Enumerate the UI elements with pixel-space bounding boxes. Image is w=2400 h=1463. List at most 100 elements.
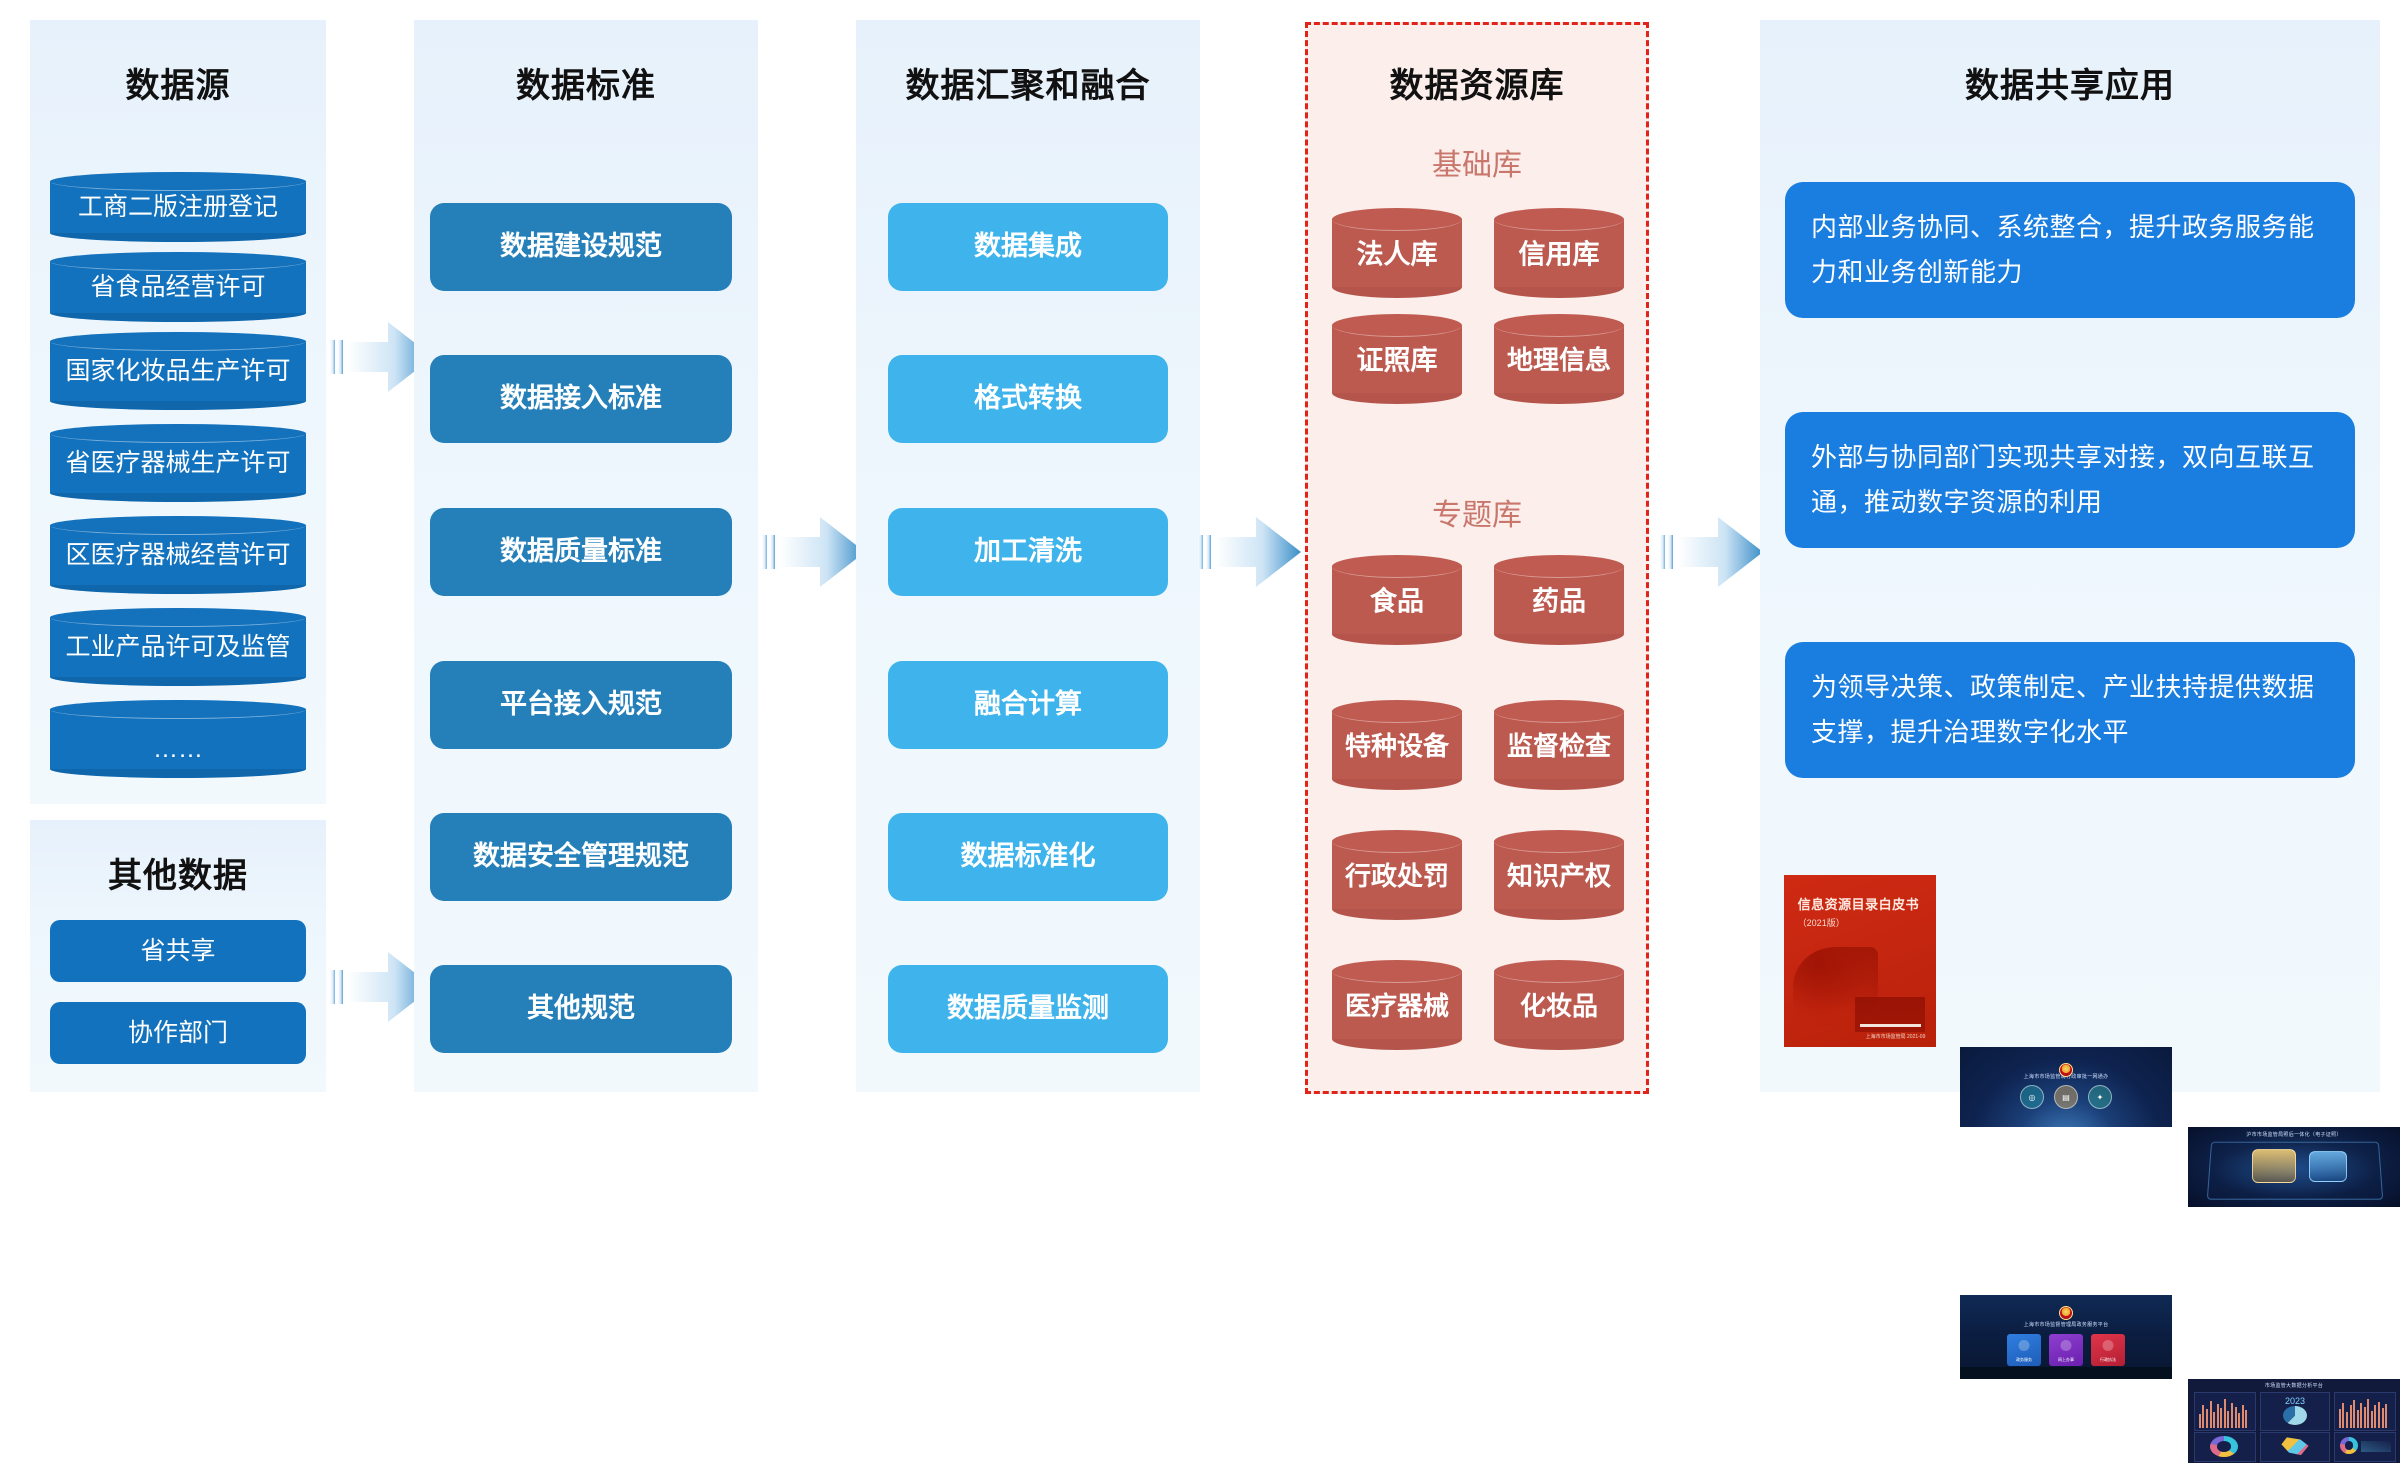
service-card-red: 行政执法 [2091,1333,2125,1366]
standard-item-0[interactable]: 数据建设规范 [430,203,732,291]
repository-thematic-cylinder[interactable]: 食品 [1332,555,1462,645]
standard-item-1[interactable]: 数据接入标准 [430,355,732,443]
convergence-item-2[interactable]: 加工清洗 [888,508,1168,596]
dash-legend-panel [2334,1431,2396,1462]
cylinder-label: 地理信息 [1506,344,1611,375]
sharing-gallery: 信息资源目录白皮书 （2021版） 上海市市场监管局 2021-09 上海市市场… [1760,855,2400,1463]
data-convergence-title: 数据汇聚和融合 [905,67,1151,105]
data-sharing-title: 数据共享应用 [1965,67,2175,105]
cylinder-top [1494,960,1624,983]
convergence-item-3[interactable]: 融合计算 [888,661,1168,749]
hologram-blue [2308,1151,2347,1182]
cylinder-label: 工业产品许可及监管 [65,632,291,661]
dash-donut [2209,1435,2239,1458]
cylinder-top [1494,700,1624,723]
standard-item-4[interactable]: 数据安全管理规范 [430,813,732,901]
repository-basic-cylinder[interactable]: 信用库 [1494,208,1624,298]
gallery-shot-dashboard[interactable]: 市场监管大数据分析平台 2023 [2188,1379,2400,1463]
shot-caption: 沪市市场监管局照后一体化（电子证照） [2246,1132,2342,1138]
gallery-shot-portal[interactable]: 上海市市场监管局行政审批一网通办 ◎ ▤ ✦ [1960,1047,2172,1127]
repository-thematic-cylinder[interactable]: 药品 [1494,555,1624,645]
repository-thematic-cylinder[interactable]: 医疗器械 [1332,960,1462,1050]
cylinder-label: 化妆品 [1519,990,1598,1021]
shot-caption: 上海市市场监督管理局政务服务平台 [2023,1322,2109,1329]
standard-item-3[interactable]: 平台接入规范 [430,661,732,749]
convergence-item-5[interactable]: 数据质量监测 [888,965,1168,1053]
standard-item-5[interactable]: 其他规范 [430,965,732,1053]
gallery-shot-service[interactable]: 上海市市场监督管理局政务服务平台 政务服务 网上办事 行政执法 [1960,1295,2172,1379]
sharing-card-external[interactable]: 外部与协同部门实现共享对接，双向互联互通，推动数字资源的利用 [1785,412,2355,548]
convergence-item-0[interactable]: 数据集成 [888,203,1168,291]
data-source-cylinder[interactable]: 工商二版注册登记 [50,172,306,242]
cylinder-label: 信用库 [1518,239,1600,270]
repository-thematic-cylinder[interactable]: 知识产权 [1494,830,1624,920]
repository-thematic-cylinder[interactable]: 化妆品 [1494,960,1624,1050]
repository-basic-cylinder[interactable]: 证照库 [1332,314,1462,404]
cylinder-top [50,608,306,627]
cylinder-body [50,525,306,585]
shot-caption: 上海市市场监管局行政审批一网通办 [2023,1074,2109,1081]
cylinder-label: 特种设备 [1344,730,1449,761]
repository-thematic-label: 专题库 [1432,499,1522,532]
data-repository-title: 数据资源库 [1389,67,1565,105]
cylinder-body [50,341,306,401]
sharing-card-internal[interactable]: 内部业务协同、系统整合，提升政务服务能力和业务创新能力 [1785,182,2355,318]
data-source-cylinder[interactable]: 国家化妆品生产许可 [50,332,306,410]
cylinder-top [50,516,306,535]
gallery-book-cover[interactable]: 信息资源目录白皮书 （2021版） 上海市市场监管局 2021-09 [1784,875,1936,1047]
cylinder-label: 省食品经营许可 [90,272,266,301]
shot-caption: 市场监管大数据分析平台 [2264,1382,2324,1389]
portal-icon-2: ▤ [2054,1085,2078,1110]
book-footer: 上海市市场监管局 2021-09 [1865,1034,1926,1041]
cylinder-top [50,424,306,443]
repository-thematic-cylinder[interactable]: 监督检查 [1494,700,1624,790]
repository-basic-label: 基础库 [1432,149,1522,182]
dash-map-panel [2260,1431,2330,1462]
cylinder-top [1332,830,1462,853]
cylinder-top [1494,208,1624,231]
cylinder-top [1332,208,1462,231]
service-card-purple: 网上办事 [2049,1333,2083,1366]
dash-kpi-value: 2023 [2284,1396,2305,1407]
book-subtitle: （2021版） [1797,918,1845,929]
cylinder-label: 食品 [1370,586,1424,617]
cylinder-label: 省医疗器械生产许可 [65,448,291,477]
gallery-shot-license[interactable]: 沪市市场监管局照后一体化（电子证照） [2188,1127,2400,1207]
convergence-item-1[interactable]: 格式转换 [888,355,1168,443]
national-emblem-icon [2059,1305,2073,1320]
service-footer-bar [1960,1367,2172,1379]
data-source-cylinder[interactable]: 省医疗器械生产许可 [50,424,306,502]
cylinder-top [1494,555,1624,578]
national-emblem-icon [2059,1063,2073,1077]
cylinder-top [1494,314,1624,337]
book-title: 信息资源目录白皮书 [1797,896,1920,912]
dash-small-donut [2340,1436,2358,1454]
cylinder-top [1332,700,1462,723]
cylinder-top [1332,555,1462,578]
cylinder-label: 监督检查 [1506,730,1611,761]
sharing-card-decision[interactable]: 为领导决策、政策制定、产业扶持提供数据支撑，提升治理数字化水平 [1785,642,2355,778]
cylinder-label: 国家化妆品生产许可 [65,356,291,385]
arrow-repository-to-sharing [1660,495,1770,605]
portal-icon-row: ◎ ▤ ✦ [1960,1085,2172,1110]
repository-basic-cylinder[interactable]: 法人库 [1332,208,1462,298]
data-source-cylinder[interactable]: 省食品经营许可 [50,252,306,322]
cylinder-label: 证照库 [1356,345,1438,376]
convergence-item-4[interactable]: 数据标准化 [888,813,1168,901]
book-tiananmen-graphic [1855,997,1926,1032]
cylinder-label: 行政处罚 [1344,860,1449,891]
other-data-item-partner-dept[interactable]: 协作部门 [50,1002,306,1064]
data-source-cylinder[interactable]: 区医疗器械经营许可 [50,516,306,594]
repository-basic-cylinder[interactable]: 地理信息 [1494,314,1624,404]
standard-item-2[interactable]: 数据质量标准 [430,508,732,596]
cylinder-top [1494,830,1624,853]
diagram-canvas: 数据源 工商二版注册登记 省食品经营许可 国家化妆品生产许可 省医疗器械生产许可… [30,20,2400,1463]
data-source-cylinder[interactable]: 工业产品许可及监管 [50,608,306,686]
repository-thematic-cylinder[interactable]: 行政处罚 [1332,830,1462,920]
repository-thematic-cylinder[interactable]: 特种设备 [1332,700,1462,790]
cylinder-label: 药品 [1532,586,1586,617]
other-data-item-province-share[interactable]: 省共享 [50,920,306,982]
data-source-cylinder-more[interactable]: …… [50,700,306,778]
cylinder-label: 知识产权 [1506,860,1611,891]
other-data-title: 其他数据 [108,857,248,895]
